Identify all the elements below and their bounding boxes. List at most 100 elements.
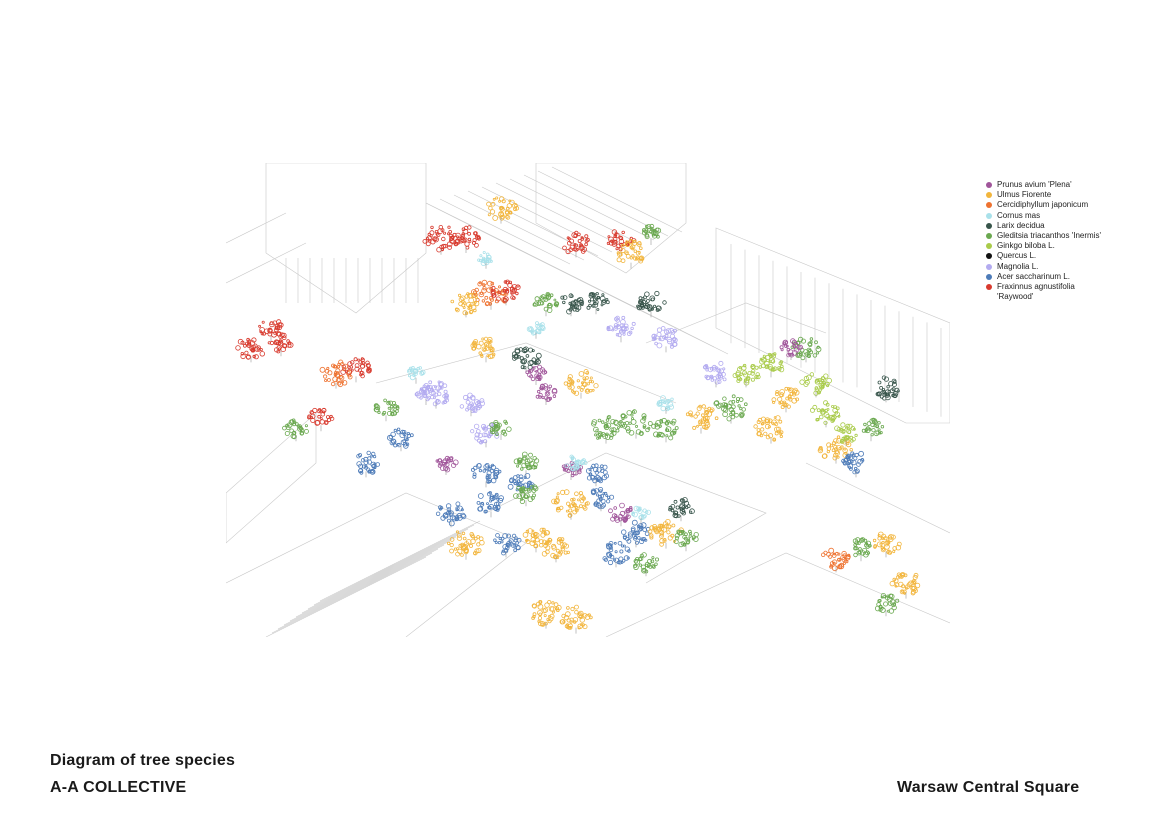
legend-item: Cornus mas: [986, 211, 1107, 221]
tree-canopy: [373, 398, 400, 422]
legend-label: Gleditsia triacanthos 'Inermis': [997, 231, 1101, 241]
tree-canopy: [616, 239, 645, 269]
tree-canopy: [591, 415, 620, 444]
tree-canopy: [841, 450, 865, 478]
tree-canopy: [307, 407, 335, 432]
tree-canopy: [526, 321, 546, 339]
tree-canopy: [651, 417, 679, 443]
tree-canopy: [602, 540, 631, 568]
legend-label: Cornus mas: [997, 210, 1041, 220]
tree-canopy: [656, 395, 674, 414]
tree-canopy: [450, 292, 480, 318]
tree-canopy: [407, 365, 426, 384]
legend-swatch: [986, 243, 992, 250]
legend-item: Ginkgo biloba L.: [986, 241, 1107, 251]
project-name: Warsaw Central Square: [897, 779, 1080, 796]
legend-label: Acer saccharinum L.: [997, 271, 1070, 281]
tree-canopy: [356, 450, 381, 478]
tree-canopy: [790, 336, 822, 363]
tree-canopy: [486, 196, 520, 224]
tree-canopy: [531, 599, 562, 629]
legend-item: Quercus L.: [986, 251, 1107, 261]
legend-label: Fraxinnus agnustifolia 'Raywood': [997, 282, 1075, 302]
tree-canopy: [834, 422, 858, 447]
legend-swatch: [986, 273, 992, 280]
tree-canopy: [651, 326, 678, 353]
tree-canopy: [446, 530, 485, 560]
legend-swatch: [986, 253, 992, 260]
tree-canopy: [874, 592, 900, 617]
legend-label: Larix decidua: [997, 220, 1045, 230]
legend-swatch: [986, 263, 992, 270]
tree-canopy: [618, 409, 653, 439]
legend-item: Gleditsia triacanthos 'Inermis': [986, 231, 1107, 241]
tree-canopy: [702, 360, 727, 388]
tree-canopy: [489, 419, 512, 440]
tree-canopy: [585, 463, 609, 487]
tree-canopy: [564, 454, 588, 475]
tree-canopy: [586, 291, 610, 315]
tree-canopy: [471, 279, 509, 310]
tree-canopy: [435, 501, 467, 528]
legend-swatch: [986, 182, 992, 188]
tree-canopy: [535, 383, 558, 405]
tree-canopy: [685, 404, 719, 434]
author-name: A-A COLLECTIVE: [50, 779, 187, 796]
tree-canopy: [732, 363, 761, 388]
site-linework: [226, 163, 950, 637]
legend-swatch: [986, 233, 992, 240]
tree-canopy: [631, 505, 651, 524]
tree-canopy: [490, 279, 521, 306]
tree-canopy: [532, 292, 560, 317]
tree-canopy: [673, 529, 699, 552]
tree-canopy: [875, 375, 900, 403]
tree-canopy: [258, 319, 284, 342]
tree-canopy: [713, 394, 748, 424]
tree-canopy: [470, 462, 502, 488]
tree-canopy: [513, 484, 539, 507]
tree-canopy: [414, 384, 436, 405]
tree-canopy: [551, 489, 590, 520]
tree-canopy: [422, 224, 461, 255]
tree-canopy: [852, 537, 872, 562]
tree-canopy: [608, 502, 633, 527]
tree-canopy: [435, 455, 459, 475]
tree-canopy: [541, 536, 570, 563]
tree-canopy: [810, 400, 841, 428]
tree-canopy: [758, 352, 785, 378]
tree-canopy: [340, 357, 372, 383]
tree-canopy: [419, 380, 449, 409]
legend-swatch: [986, 202, 992, 209]
tree-canopy: [641, 223, 662, 245]
tree-canopy: [821, 547, 851, 573]
tree-canopy: [779, 338, 804, 360]
tree-canopy: [872, 531, 902, 558]
tree-canopy: [522, 527, 550, 553]
tree-canopy: [511, 346, 542, 373]
tree-canopy: [563, 369, 599, 399]
tree-canopy: [668, 497, 695, 522]
legend-swatch: [986, 284, 992, 291]
legend-item: Larix decidua: [986, 221, 1107, 231]
tree-canopy: [470, 336, 496, 363]
legend-label: Magnolia L.: [997, 261, 1039, 271]
legend-label: Prunus avium 'Plena': [997, 180, 1072, 189]
legend-item: Cercidiphyllum japonicum: [986, 200, 1107, 210]
isometric-site-plan: [226, 163, 950, 637]
tree-canopy: [493, 533, 522, 558]
tree-canopy: [559, 604, 593, 634]
legend-item: Fraxinnus agnustifolia 'Raywood': [986, 282, 1107, 302]
tree-canopy: [771, 386, 800, 413]
tree-canopies: [235, 196, 921, 634]
tree-canopy: [235, 337, 265, 363]
tree-canopy: [319, 359, 353, 389]
tree-canopy: [477, 251, 493, 269]
legend-swatch: [986, 222, 992, 229]
legend-item: Acer saccharinum L.: [986, 272, 1107, 282]
legend-label: Ginkgo biloba L.: [997, 241, 1055, 251]
tree-canopy: [817, 435, 853, 464]
legend-label: Cercidiphyllum japonicum: [997, 200, 1089, 210]
tree-canopy: [513, 451, 540, 477]
tree-canopy: [476, 491, 505, 518]
